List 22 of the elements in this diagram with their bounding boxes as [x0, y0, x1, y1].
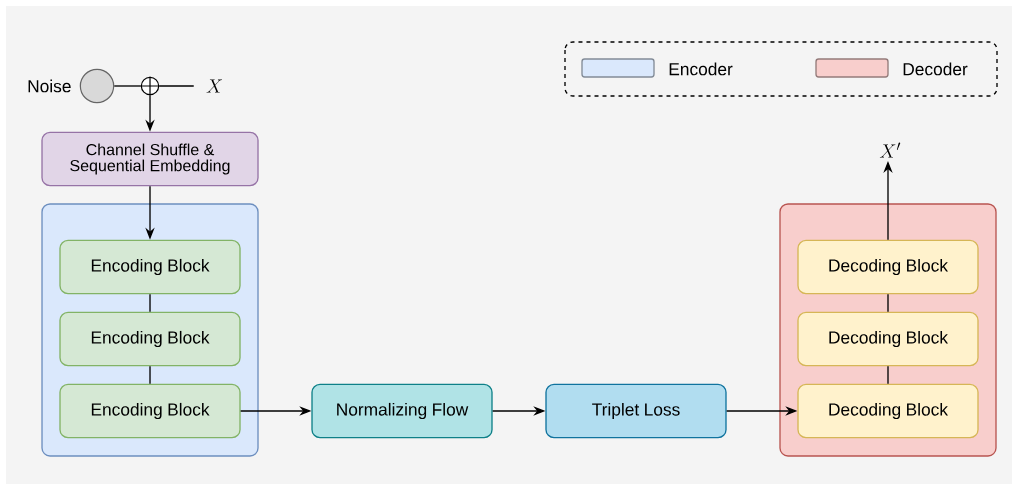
block-box: Decoding Block: [797, 239, 979, 295]
block-box: Encoding Block: [59, 311, 241, 367]
legend-label: Decoder: [903, 62, 968, 76]
legend-label: Encoder: [669, 62, 733, 76]
connector-line: [887, 293, 889, 313]
text-label: Noise: [28, 79, 71, 93]
noise-circle: [79, 68, 115, 104]
block-box: Decoding Block: [797, 311, 979, 367]
sum-symbol: [140, 76, 160, 96]
connector-line: [149, 365, 151, 385]
variable-label: $X$: [206, 79, 223, 93]
connector-line: [113, 85, 142, 87]
connector-line: [887, 365, 889, 385]
connector-line: [158, 85, 195, 87]
process-box: Triplet Loss: [545, 383, 727, 439]
connector-line: [149, 293, 151, 313]
process-box: Channel Shuffle & Sequential Embedding: [41, 131, 259, 187]
block-box: Decoding Block: [797, 383, 979, 439]
block-box: Encoding Block: [59, 239, 241, 295]
process-box: Normalizing Flow: [311, 383, 493, 439]
block-box: Encoding Block: [59, 383, 241, 439]
variable-label: $X'$: [879, 142, 901, 158]
